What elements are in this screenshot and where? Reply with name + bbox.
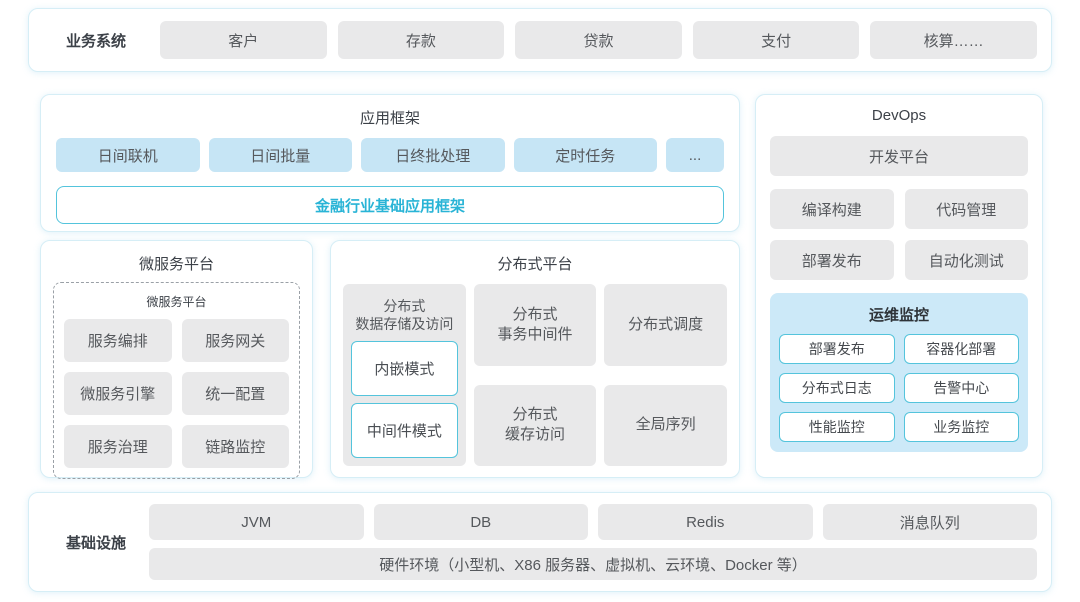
ops-monitor-grid: 部署发布 容器化部署 分布式日志 告警中心 性能监控 业务监控 (779, 334, 1019, 442)
distributed-body: 分布式 数据存储及访问 内嵌模式 中间件模式 分布式 事务中间件 分布式 缓存访… (331, 284, 739, 466)
microservice-inner-box: 微服务平台 服务编排 服务网关 微服务引擎 统一配置 服务治理 链路监控 (53, 282, 300, 479)
dist-storage-box: 分布式 数据存储及访问 内嵌模式 中间件模式 (343, 284, 466, 466)
devops-item-auto-test: 自动化测试 (904, 240, 1028, 280)
dist-storage-label: 分布式 数据存储及访问 (355, 298, 454, 333)
ms-item-config: 统一配置 (181, 372, 289, 415)
ms-item-orchestration: 服务编排 (64, 319, 172, 362)
app-item-more: ... (666, 138, 724, 172)
business-layer-label: 业务系统 (65, 32, 126, 50)
microservice-inner-title: 微服务平台 (146, 295, 207, 309)
devops-panel: DevOps 开发平台 编译构建 代码管理 部署发布 自动化测试 运维监控 部署… (755, 94, 1043, 478)
app-item-scheduled-task: 定时任务 (513, 138, 657, 172)
microservice-panel: 微服务平台 微服务平台 服务编排 服务网关 微服务引擎 统一配置 服务治理 链路… (40, 240, 313, 479)
distributed-panel: 分布式平台 分布式 数据存储及访问 内嵌模式 中间件模式 分布式 事务中间件 分… (330, 240, 740, 478)
infra-item-db: DB (373, 504, 588, 540)
ops-item-deploy-release: 部署发布 (779, 334, 895, 364)
ops-item-distributed-log: 分布式日志 (779, 373, 895, 403)
biz-item-payment: 支付 (692, 21, 860, 59)
dist-cell-cache: 分布式 缓存访问 (473, 384, 597, 466)
hardware-env-box: 硬件环境（小型机、X86 服务器、虚拟机、云环境、Docker 等） (149, 548, 1037, 580)
dist-column-right: 分布式调度 全局序列 (604, 284, 727, 466)
app-item-daytime-batch: 日间批量 (208, 138, 352, 172)
ops-item-perf-monitor: 性能监控 (779, 412, 895, 442)
microservice-title: 微服务平台 (138, 256, 214, 273)
app-framework-chip-row: 日间联机 日间批量 日终批处理 定时任务 ... (41, 138, 739, 172)
infra-item-redis: Redis (598, 504, 813, 540)
infrastructure-chip-row: JVM DB Redis 消息队列 (149, 504, 1037, 540)
infrastructure-panel: 基础设施 JVM DB Redis 消息队列 硬件环境（小型机、X86 服务器、… (28, 492, 1052, 592)
business-layer-panel: 业务系统 客户 存款 贷款 支付 核算…… (28, 8, 1052, 72)
ms-item-engine: 微服务引擎 (64, 372, 172, 415)
dist-cell-transaction: 分布式 事务中间件 (473, 284, 597, 366)
app-framework-title: 应用框架 (359, 110, 420, 127)
ms-item-tracing: 链路监控 (181, 425, 289, 468)
devops-title: DevOps (871, 107, 927, 124)
ops-monitor-panel: 运维监控 部署发布 容器化部署 分布式日志 告警中心 性能监控 业务监控 (770, 293, 1028, 452)
devops-item-code-mgmt: 代码管理 (904, 189, 1028, 229)
devops-grid: 编译构建 代码管理 部署发布 自动化测试 (770, 189, 1028, 280)
infrastructure-label: 基础设施 (65, 534, 126, 552)
devops-body: 开发平台 编译构建 代码管理 部署发布 自动化测试 运维监控 部署发布 容器化部… (756, 136, 1042, 452)
biz-item-customer: 客户 (160, 21, 327, 59)
app-framework-panel: 应用框架 日间联机 日间批量 日终批处理 定时任务 ... 金融行业基础应用框架 (40, 94, 740, 232)
dist-mode-embedded: 内嵌模式 (351, 341, 458, 397)
infrastructure-body: JVM DB Redis 消息队列 硬件环境（小型机、X86 服务器、虚拟机、云… (149, 504, 1037, 580)
base-app-framework-box: 金融行业基础应用框架 (56, 186, 724, 224)
biz-item-deposit: 存款 (337, 21, 505, 59)
infra-item-jvm: JVM (149, 504, 364, 540)
app-item-daytime-online: 日间联机 (56, 138, 200, 172)
app-item-eod-batch: 日终批处理 (361, 138, 505, 172)
dist-column-middle: 分布式 事务中间件 分布式 缓存访问 (473, 284, 597, 466)
devops-item-deploy: 部署发布 (770, 240, 894, 280)
dev-platform-box: 开发平台 (770, 136, 1028, 176)
ops-monitor-title: 运维监控 (868, 307, 929, 324)
dist-cell-sequence: 全局序列 (604, 384, 727, 466)
ms-item-governance: 服务治理 (64, 425, 172, 468)
infra-item-mq: 消息队列 (822, 504, 1037, 540)
ms-item-gateway: 服务网关 (181, 319, 289, 362)
dist-mode-middleware: 中间件模式 (351, 403, 458, 458)
dist-cell-scheduling: 分布式调度 (604, 284, 727, 366)
ops-item-container-deploy: 容器化部署 (903, 334, 1019, 364)
biz-item-accounting: 核算…… (870, 21, 1037, 59)
devops-item-build: 编译构建 (770, 189, 894, 229)
distributed-title: 分布式平台 (497, 256, 573, 273)
microservice-grid: 服务编排 服务网关 微服务引擎 统一配置 服务治理 链路监控 (64, 319, 289, 468)
ops-item-alert-center: 告警中心 (903, 373, 1019, 403)
ops-item-biz-monitor: 业务监控 (903, 412, 1019, 442)
biz-item-loan: 贷款 (515, 21, 682, 59)
